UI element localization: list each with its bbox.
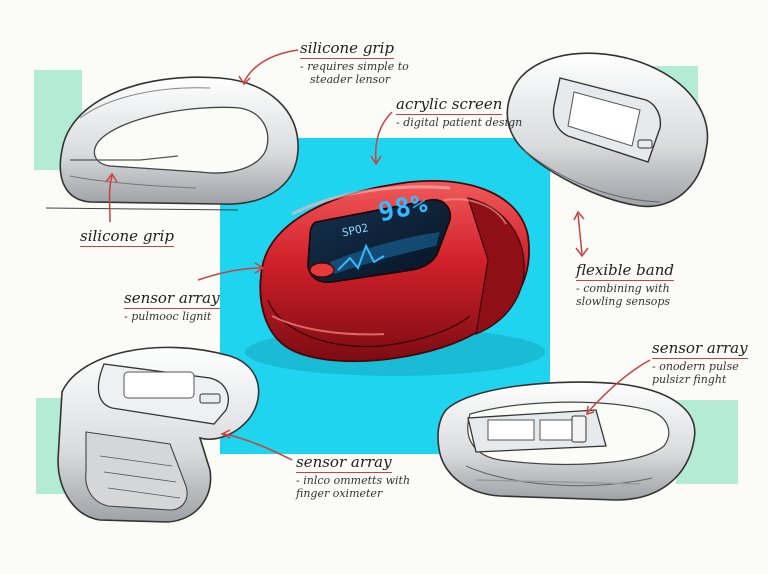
annotation-line: slowling sensops <box>576 295 671 309</box>
annotation-flexible-band: flexible band - combining with slowling … <box>576 262 674 308</box>
annotation-sensor-array-left: sensor array - pulmooc lignit <box>124 290 220 322</box>
red-oximeter <box>245 180 545 376</box>
annotation-heading: sensor array <box>124 289 220 309</box>
annotation-line: - inlco ommetts with <box>296 473 411 487</box>
annotation-sensor-array-right: sensor array - onodern pulse pulsizr fin… <box>652 340 748 386</box>
annotation-line: - onodern pulse <box>652 359 739 373</box>
sketch-top-right-clip <box>506 52 709 208</box>
annotation-line: steader lensor <box>310 73 391 87</box>
annotation-line: - combining with <box>576 281 670 295</box>
annotation-line: - requires simple to <box>300 59 409 73</box>
annotation-silicone-grip-top: silicone grip - requires simple to stead… <box>300 40 409 86</box>
sketch-bottom-right-band <box>437 381 696 501</box>
annotation-heading: silicone grip <box>300 39 394 59</box>
annotation-heading: flexible band <box>576 261 674 281</box>
annotation-sensor-array-bottom: sensor array - inlco ommetts with finger… <box>296 454 410 500</box>
annotation-heading: sensor array <box>296 453 392 473</box>
annotation-acrylic-screen: acrylic screen - digital patient design <box>396 96 522 128</box>
annotation-line: - digital patient design <box>396 115 523 129</box>
screen-spo2-label: SPO2 <box>340 221 370 240</box>
sketch-bottom-left-clip <box>57 346 260 523</box>
sketch-top-left-clip <box>45 76 299 211</box>
annotation-line: finger oximeter <box>296 487 383 501</box>
screen-percent-value: 98% <box>375 188 431 229</box>
annotation-heading: silicone grip <box>80 227 174 247</box>
annotation-line: - pulmooc lignit <box>124 309 212 323</box>
annotation-heading: acrylic screen <box>396 95 503 115</box>
annotation-silicone-grip-left: silicone grip <box>80 228 174 247</box>
leader-arrows <box>105 49 651 461</box>
annotation-heading: sensor array <box>652 339 748 359</box>
annotation-line: pulsizr finght <box>652 373 727 387</box>
